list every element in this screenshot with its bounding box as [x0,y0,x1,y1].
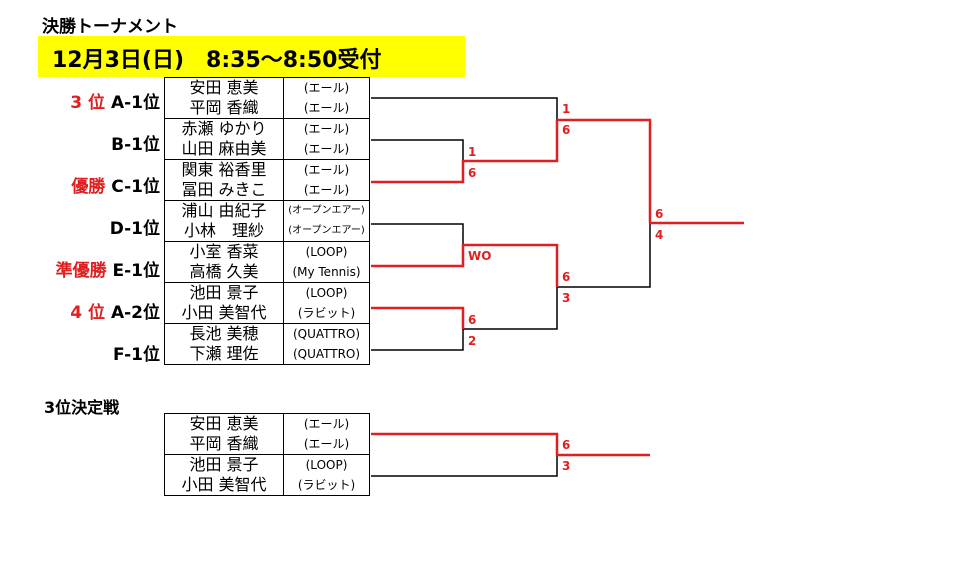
players-table: 安田 恵美(エール) 平岡 香織(エール) 赤瀬 ゆかり(エール) 山田 麻由美… [164,77,370,365]
player-row: 平岡 香織(エール) [164,434,370,455]
score: 3 [562,291,571,305]
player-name: 長池 美穂 [164,323,284,344]
player-name: 池田 景子 [164,454,284,475]
player-row: 池田 景子(LOOP) [164,454,370,475]
player-row: 下瀬 理佐(QUATTRO) [164,344,370,365]
player-club: (QUATTRO) [283,323,370,344]
bracket-line-sf1-win [557,118,652,223]
player-name: 平岡 香織 [164,98,284,119]
player-club: (LOOP) [283,282,370,303]
score: 1 [562,102,571,116]
player-club: (エール) [283,413,370,434]
player-name: 高橋 久美 [164,262,284,283]
player-row: 関東 裕香里(エール) [164,159,370,180]
player-name: 浦山 由紀子 [164,200,284,221]
player-row: 小林 理紗(オープンエアー) [164,221,370,242]
seed-text: A-1位 [110,93,160,113]
bracket-line-final-bottom [557,223,651,288]
player-club: (LOOP) [283,454,370,475]
seed-label-6: F-1位 [2,340,160,365]
player-name: 安田 恵美 [164,413,284,434]
player-name: 小室 香菜 [164,241,284,262]
player-row: 安田 恵美(エール) [164,413,370,434]
player-name: 山田 麻由美 [164,139,284,160]
bracket-line-3rd-bottom [371,455,558,477]
player-row: 高橋 久美(My Tennis) [164,262,370,283]
player-name: 小田 美智代 [164,475,284,496]
score: 6 [468,313,477,327]
player-club: (エール) [283,159,370,180]
score: 6 [562,438,571,452]
player-row: 浦山 由紀子(オープンエアー) [164,200,370,221]
player-row: 平岡 香織(エール) [164,98,370,119]
score: 1 [468,145,477,159]
seed-label-2: 優勝 C-1位 [2,172,160,197]
score: 4 [655,228,664,242]
seed-text: B-1位 [111,135,160,155]
player-club: (LOOP) [283,241,370,262]
third-place-table: 安田 恵美(エール) 平岡 香織(エール) 池田 景子(LOOP) 小田 美智代… [164,413,370,496]
player-club: (エール) [283,139,370,160]
seed-text: E-1位 [112,261,161,281]
place-label: 3 位 [70,93,106,113]
player-name: 平岡 香織 [164,434,284,455]
seed-label-3: D-1位 [2,214,160,239]
bracket-line-a [371,97,558,120]
bracket-line-a2 [371,306,465,329]
player-row: 小田 美智代(ラビット) [164,475,370,496]
player-row: 池田 景子(LOOP) [164,282,370,303]
score: 6 [468,166,477,180]
player-name: 池田 景子 [164,282,284,303]
seed-text: C-1位 [111,177,160,197]
date-banner: 12月3日(日) 8:35～8:50受付 [38,36,465,77]
player-row: 小室 香菜(LOOP) [164,241,370,262]
bracket-line-d [371,223,464,245]
score: WO [468,249,492,263]
seed-text: A-2位 [110,303,160,323]
score: 2 [468,334,477,348]
player-club: (エール) [283,118,370,139]
player-club: (エール) [283,77,370,98]
player-club: (オープンエアー) [283,200,370,221]
seed-label-4: 準優勝 E-1位 [2,256,160,281]
player-name: 赤瀬 ゆかり [164,118,284,139]
bracket-line-3rd-win [371,432,650,457]
player-club: (ラビット) [283,475,370,496]
player-row: 冨田 みきこ(エール) [164,180,370,201]
player-row: 長池 美穂(QUATTRO) [164,323,370,344]
player-name: 小林 理紗 [164,221,284,242]
player-name: 安田 恵美 [164,77,284,98]
score: 6 [655,207,664,221]
place-label: 4 位 [70,303,106,323]
bracket-line-sf2-bottom [463,287,558,330]
bracket-line-f [371,329,464,351]
seed-text: D-1位 [109,219,160,239]
player-name: 冨田 みきこ [164,180,284,201]
player-club: (エール) [283,180,370,201]
score: 6 [562,123,571,137]
player-row: 山田 麻由美(エール) [164,139,370,160]
player-row: 赤瀬 ゆかり(エール) [164,118,370,139]
third-place-title: 3位決定戦 [44,398,120,417]
seed-label-1: B-1位 [2,130,160,155]
seed-label-5: 4 位 A-2位 [2,298,160,323]
seed-text: F-1位 [113,345,160,365]
bracket-line-b [371,139,464,161]
page-title: 決勝トーナメント [42,17,178,37]
score: 6 [562,270,571,284]
place-label: 優勝 [71,177,106,197]
player-club: (QUATTRO) [283,344,370,365]
score: 3 [562,459,571,473]
player-row: 安田 恵美(エール) [164,77,370,98]
player-name: 関東 裕香里 [164,159,284,180]
place-label: 準優勝 [55,261,107,281]
bracket-line-e [371,243,559,287]
player-name: 下瀬 理佐 [164,344,284,365]
seed-label-0: 3 位 A-1位 [2,88,160,113]
bracket-line-c [371,120,559,184]
date-text: 12月3日(日) 8:35～8:50受付 [52,48,382,73]
